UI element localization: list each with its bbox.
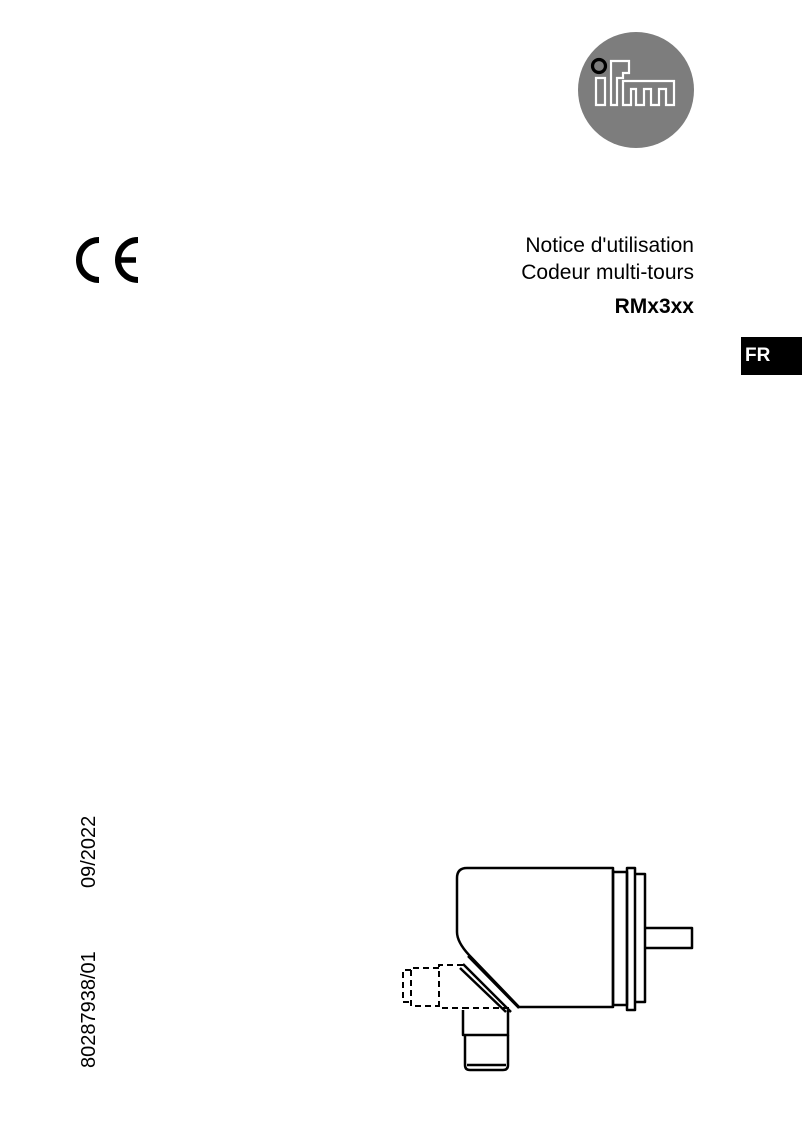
ifm-logo [578, 32, 694, 148]
language-tab: FR [741, 337, 802, 375]
document-number: 80287938/01 [78, 951, 100, 1068]
multiturn-encoder-drawing [402, 866, 694, 1072]
model-number: RMx3xx [614, 295, 694, 318]
ce-mark-icon [76, 237, 139, 283]
document-date: 09/2022 [78, 815, 100, 888]
product-description: Codeur multi-tours [521, 261, 694, 284]
title-block: Notice d'utilisation Codeur multi-tours … [521, 232, 694, 320]
document-type: Notice d'utilisation [525, 234, 694, 257]
